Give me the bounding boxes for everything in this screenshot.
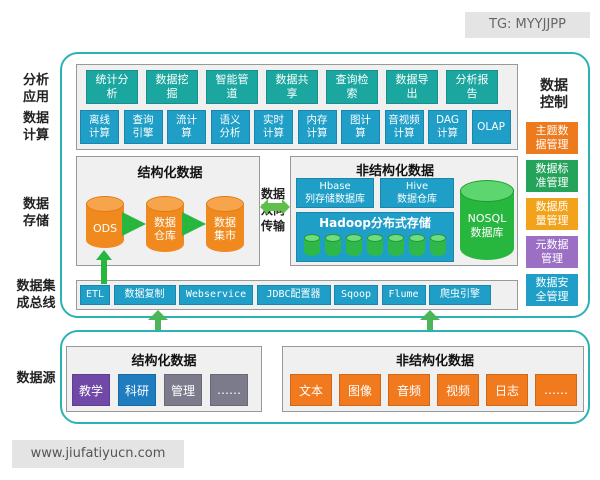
source-structured-item: 教学	[72, 374, 110, 406]
analysis-item: 数据导 出	[386, 70, 438, 104]
cylinder-mart-label: 数据 集市	[214, 216, 236, 242]
bidirectional-arrow	[260, 199, 290, 215]
source-unstructured-title: 非结构化数据	[395, 354, 474, 369]
analysis-item: 统计分 析	[86, 70, 138, 104]
bus-item: Flume	[381, 285, 426, 305]
etl-to-ods-arrow	[96, 250, 112, 284]
control-item: 数据标 准管理	[526, 160, 578, 192]
label-storage: 数据 存储	[22, 197, 49, 229]
control-item: 主题数 据管理	[526, 122, 578, 154]
hbase-box: Hbase 列存储数据库	[296, 178, 374, 208]
compute-item: 实时 计算	[254, 110, 293, 144]
structured-store-title: 结构化数据	[137, 166, 203, 181]
compute-item: 语义 分析	[210, 110, 250, 144]
bus-item: 数据复制	[113, 285, 176, 305]
control-item: 数据安 全管理	[526, 274, 578, 306]
cylinder-warehouse-label: 数据 仓库	[154, 216, 176, 242]
compute-item: 图计 算	[341, 110, 380, 144]
cylinder-warehouse: 数据 仓库	[146, 196, 184, 252]
analysis-item: 分析报 告	[446, 70, 498, 104]
bus-item: Webservice	[179, 285, 253, 305]
source-unstructured-item: 日志	[486, 374, 528, 406]
unstructured-store-title: 非结构化数据	[355, 164, 434, 179]
bus-item: 爬虫引擎	[429, 285, 491, 305]
bus-item: ETL	[80, 285, 110, 305]
source-unstructured-item: 文本	[290, 374, 332, 406]
analysis-item: 数据共 享	[266, 70, 318, 104]
source-structured-item: 科研	[118, 374, 156, 406]
source-unstructured-item: 音频	[388, 374, 430, 406]
cylinder-mart: 数据 集市	[206, 196, 244, 252]
hive-box: Hive 数据仓库	[380, 178, 454, 208]
bus-item: JDBC配置器	[256, 285, 331, 305]
nosql-label: NOSQL 数据库	[467, 212, 507, 239]
compute-item: 内存 计算	[297, 110, 337, 144]
source-structured-item: ……	[210, 374, 248, 406]
label-source: 数据源	[16, 371, 56, 386]
source-unstructured-panel	[282, 346, 584, 412]
hadoop-label: Hadoop分布式存储	[319, 216, 431, 230]
compute-item: 离线 计算	[80, 110, 119, 144]
source-unstructured-item: 视频	[437, 374, 479, 406]
source-unstructured-item: 图像	[339, 374, 381, 406]
cylinder-ods-label: ODS	[92, 222, 118, 235]
hadoop-cylinder	[304, 234, 320, 256]
compute-item: OLAP	[471, 110, 511, 144]
analysis-item: 智能管 道	[206, 70, 258, 104]
hadoop-cylinder	[367, 234, 383, 256]
source-structured-title: 结构化数据	[131, 354, 197, 369]
compute-item: DAG 计算	[428, 110, 467, 144]
source-unstructured-item: ……	[535, 374, 577, 406]
hadoop-cylinder	[430, 234, 446, 256]
hadoop-cylinder	[325, 234, 341, 256]
structured-flow-arrows	[122, 212, 206, 236]
control-item: 数据质 量管理	[526, 198, 578, 230]
label-bus: 数据集 成总线	[16, 279, 56, 311]
cylinder-ods: ODS	[86, 196, 124, 248]
bus-item: Sqoop	[334, 285, 378, 305]
label-analysis: 分析 应用	[22, 73, 49, 105]
nosql-cylinder: NOSQL 数据库	[460, 180, 514, 260]
hadoop-cylinder	[409, 234, 425, 256]
label-compute: 数据 计算	[22, 111, 49, 143]
control-title: 数据 控制	[540, 78, 568, 111]
compute-item: 音视频 计算	[384, 110, 424, 144]
analysis-item: 数据挖 掘	[146, 70, 198, 104]
hadoop-cylinder	[388, 234, 404, 256]
analysis-item: 查询检 索	[326, 70, 378, 104]
watermark-bottom: www.jiufatiyucn.com	[12, 440, 184, 468]
compute-item: 流计 算	[167, 110, 206, 144]
control-item: 元数据 管理	[526, 236, 578, 268]
compute-item: 查询 引擎	[123, 110, 163, 144]
hadoop-cylinder	[346, 234, 362, 256]
source-structured-item: 管理	[164, 374, 202, 406]
watermark-top: TG: MYYJJPP	[465, 12, 590, 38]
